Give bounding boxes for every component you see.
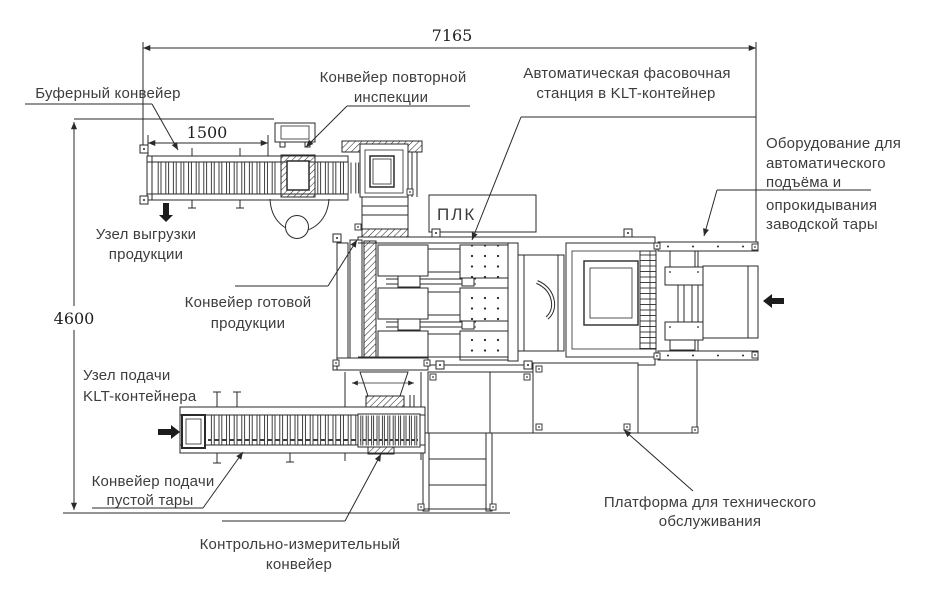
label-reinspection-conveyor: Конвейер повторной инспекции [305, 69, 470, 148]
filling-machine-drawing [332, 228, 657, 371]
svg-text:подъёма и: подъёма и [766, 174, 841, 191]
svg-text:Конвейер подачи: Конвейер подачи [92, 473, 215, 490]
svg-text:станция в KLT-контейнер: станция в KLT-контейнер [536, 85, 715, 102]
buffer-conveyor-text: Буферный конвейер [35, 85, 180, 102]
svg-text:Узел подачи: Узел подачи [83, 367, 170, 384]
buffer-conveyor-drawing [139, 122, 362, 239]
label-tilt-equipment: Оборудование для автоматического подъёма… [703, 135, 901, 237]
dimension-overall-width: 7165 [142, 26, 757, 242]
svg-text:опрокидывания: опрокидывания [766, 197, 877, 214]
svg-text:Узел выгрузки: Узел выгрузки [96, 226, 196, 243]
empty-container-conveyor-drawing [179, 372, 426, 464]
svg-text:Конвейер повторной: Конвейер повторной [320, 69, 467, 86]
svg-text:KLT-контейнера: KLT-контейнера [83, 388, 197, 405]
label-packing-station: Автоматическая фасовочная станция в KLT-… [471, 65, 756, 241]
container-infeed-arrow [158, 425, 180, 439]
svg-text:Платформа для технического: Платформа для технического [604, 494, 816, 511]
label-finished-conveyor: Конвейер готовой продукции [185, 239, 358, 332]
svg-text:автоматического: автоматического [766, 155, 886, 172]
label-unload-unit: Узел выгрузки продукции [96, 226, 196, 263]
tilt-equipment-drawing [653, 241, 759, 434]
transfer-funnel-drawing [332, 357, 431, 453]
dim-overall-width-value: 7165 [432, 26, 473, 45]
maintenance-platform-drawing [417, 362, 697, 512]
svg-text:продукции: продукции [109, 246, 183, 263]
label-buffer-conveyor: Буферный конвейер [25, 85, 181, 151]
svg-text:конвейер: конвейер [266, 556, 332, 573]
dim-buffer-length-value: 1500 [187, 123, 228, 142]
svg-text:Конвейер готовой: Конвейер готовой [185, 294, 312, 311]
svg-text:обслуживания: обслуживания [659, 513, 761, 530]
reinspection-station-drawing [341, 140, 423, 239]
label-klt-feed-unit: Узел подачи KLT-контейнера [83, 367, 197, 405]
label-empty-container-conveyor: Конвейер подачи пустой тары [92, 451, 244, 509]
svg-text:Контрольно-измерительный: Контрольно-измерительный [200, 536, 401, 553]
product-unload-arrow [159, 203, 173, 222]
plc-box: ПЛК [428, 194, 537, 233]
svg-text:пустой тары: пустой тары [107, 492, 194, 509]
svg-text:заводской тары: заводской тары [766, 216, 878, 233]
svg-text:Оборудование для: Оборудование для [766, 135, 901, 152]
factory-tare-infeed-arrow [763, 294, 784, 308]
plc-label: ПЛК [437, 205, 476, 224]
svg-text:продукции: продукции [211, 315, 285, 332]
svg-text:Автоматическая фасовочная: Автоматическая фасовочная [523, 65, 731, 82]
label-measuring-conveyor: Контрольно-измерительный конвейер [200, 453, 401, 573]
dimension-overall-depth: 4600 [54, 118, 510, 514]
label-maintenance-platform: Платформа для технического обслуживания [604, 429, 816, 530]
svg-text:инспекции: инспекции [354, 89, 428, 106]
dim-overall-depth-value: 4600 [54, 309, 95, 328]
